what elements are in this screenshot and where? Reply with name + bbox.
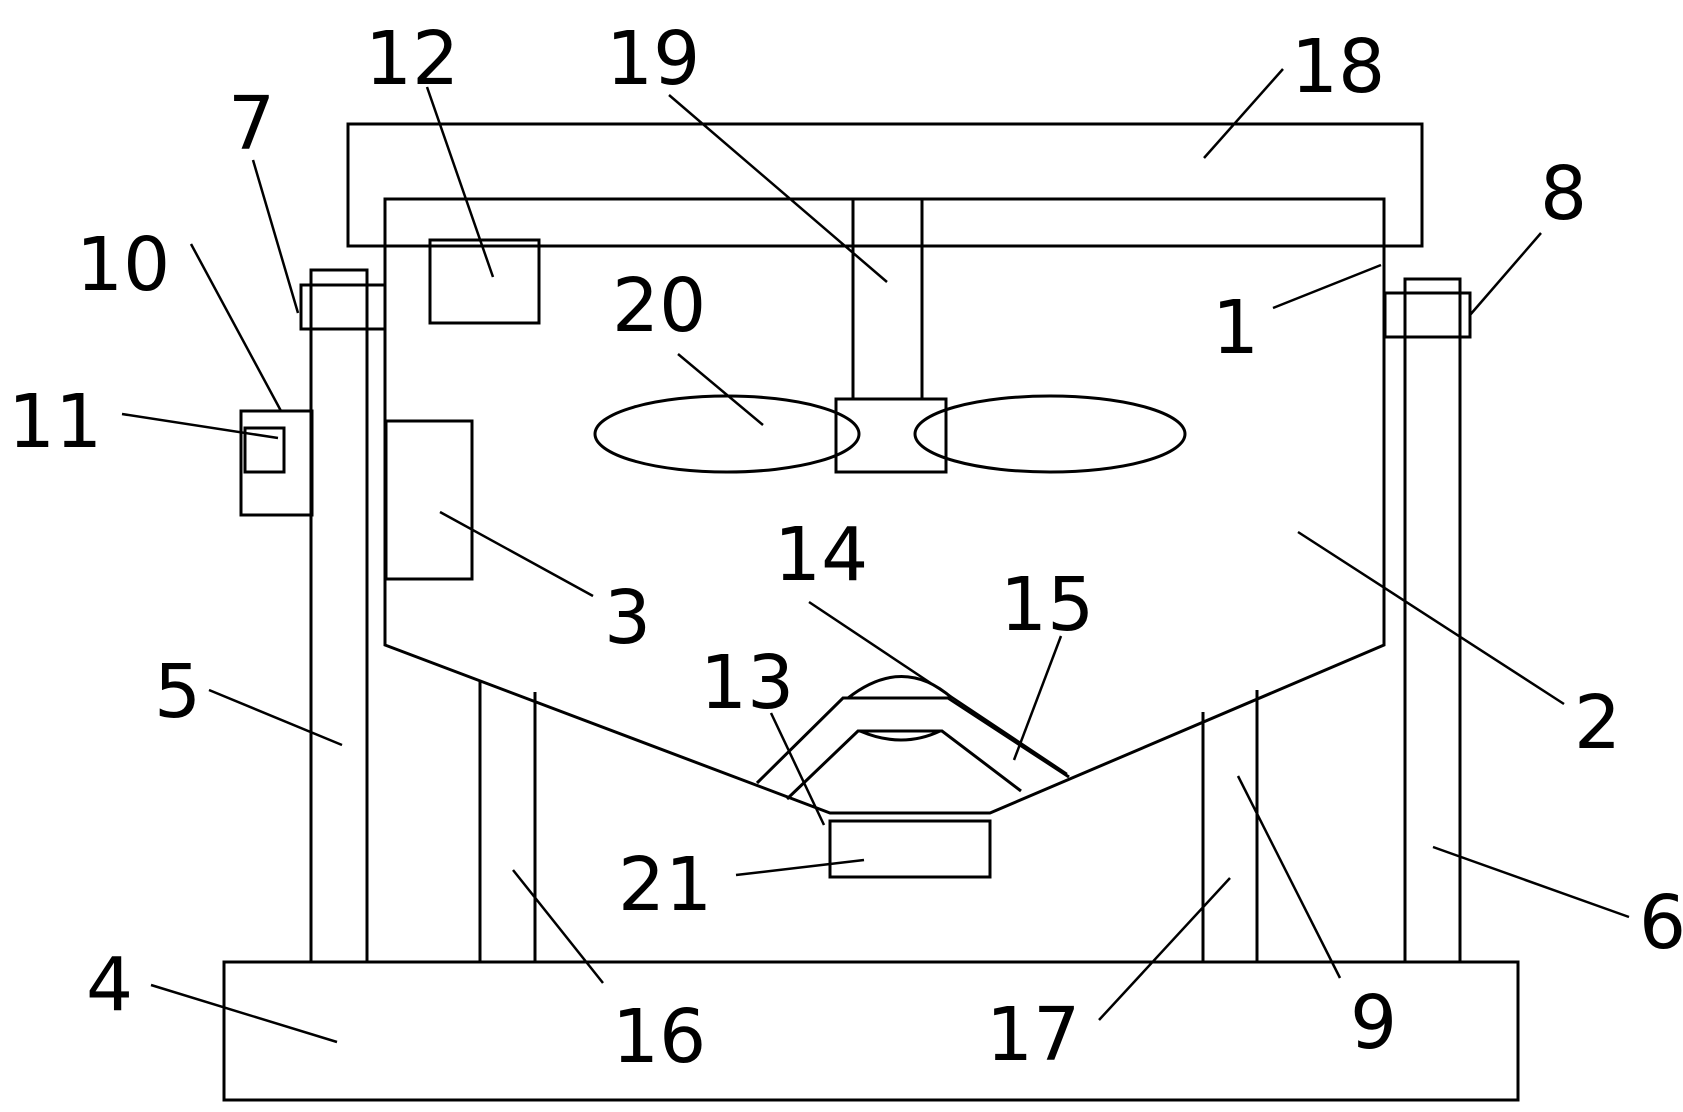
label-5: 5 xyxy=(154,649,201,735)
label-13: 13 xyxy=(700,640,794,726)
label-8: 8 xyxy=(1540,151,1587,237)
label-21: 21 xyxy=(618,842,712,928)
impeller-hub xyxy=(834,397,948,474)
outlet-valve xyxy=(828,819,992,879)
control-box xyxy=(428,238,541,325)
label-4: 4 xyxy=(86,942,133,1028)
leader-lines xyxy=(121,68,1630,1044)
label-18: 18 xyxy=(1291,24,1385,110)
handle-switch xyxy=(243,426,286,474)
filter-dome-inner xyxy=(785,729,1022,801)
right-pivot-shaft xyxy=(1383,291,1472,339)
label-14: 14 xyxy=(774,512,868,598)
right-column xyxy=(1403,277,1462,964)
label-12: 12 xyxy=(365,16,459,102)
top-frame xyxy=(346,122,1424,248)
label-10: 10 xyxy=(76,222,170,308)
left-pivot-shaft xyxy=(299,283,387,331)
impeller-blade-left xyxy=(593,394,861,474)
left-support xyxy=(478,680,537,962)
tank-body xyxy=(383,197,1386,815)
motor-box xyxy=(384,419,474,581)
label-2: 2 xyxy=(1574,680,1621,766)
label-19: 19 xyxy=(606,16,700,102)
left-column xyxy=(309,268,369,964)
label-7: 7 xyxy=(228,81,275,167)
base-plate xyxy=(222,960,1520,1102)
label-17: 17 xyxy=(986,992,1080,1078)
label-9: 9 xyxy=(1350,980,1397,1066)
right-support xyxy=(1201,690,1259,962)
label-3: 3 xyxy=(604,575,651,661)
label-6: 6 xyxy=(1639,880,1683,966)
label-20: 20 xyxy=(612,263,706,349)
label-16: 16 xyxy=(612,994,706,1080)
impeller-blade-right xyxy=(913,394,1187,474)
label-11: 11 xyxy=(8,379,102,465)
label-1: 1 xyxy=(1212,285,1259,371)
label-15: 15 xyxy=(1000,562,1094,648)
side-bracket xyxy=(239,409,314,517)
drive-shaft xyxy=(851,197,924,401)
